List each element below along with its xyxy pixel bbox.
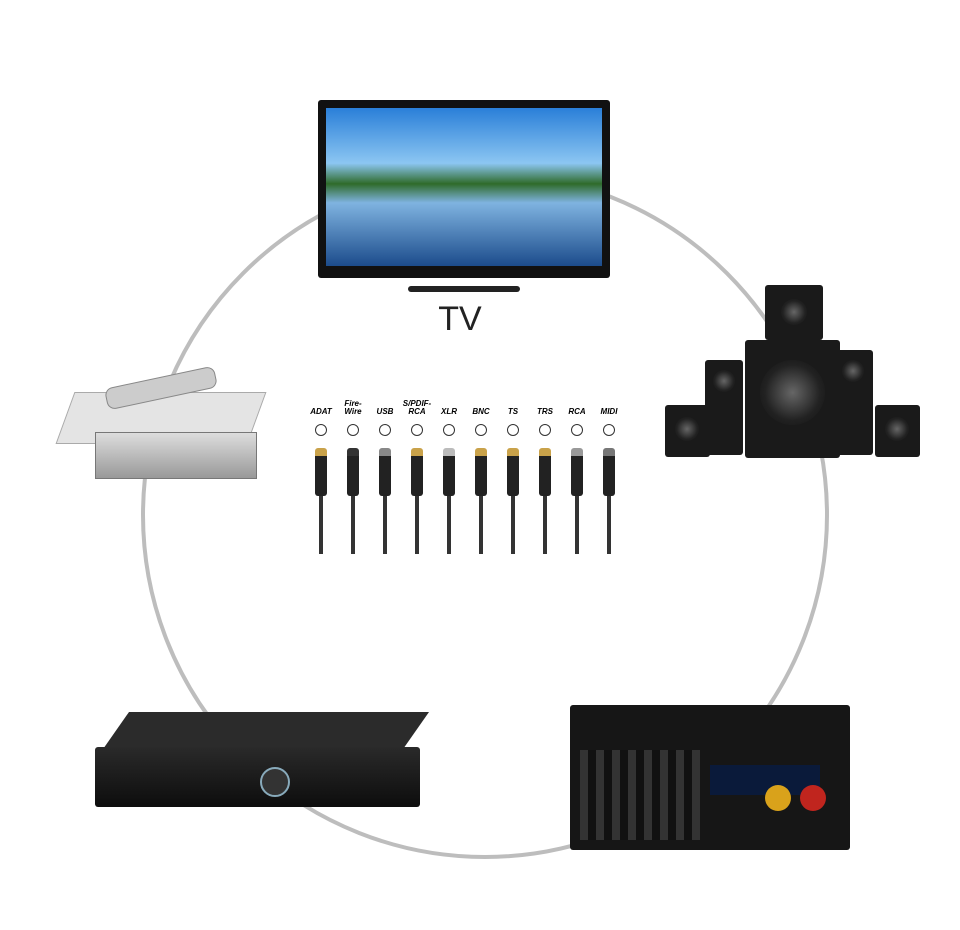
amplifier-image (570, 705, 850, 850)
jack-icon (539, 424, 551, 436)
plug-icon (411, 448, 423, 496)
jack-icon (315, 424, 327, 436)
tv-image (318, 100, 610, 292)
cable (543, 496, 547, 554)
connector-midi: MIDI (593, 392, 625, 554)
connector-label: RCA (568, 407, 586, 416)
connector-label: BNC (472, 407, 490, 416)
cable (511, 496, 515, 554)
tv-screen (326, 108, 602, 266)
plug-icon (603, 448, 615, 496)
connector-usb: USB (369, 392, 401, 554)
jack-icon (603, 424, 615, 436)
plug-icon (571, 448, 583, 496)
plug-icon (347, 448, 359, 496)
speaker-system-image (665, 285, 920, 460)
connector-label: ADAT (310, 407, 332, 416)
connector-label: USB (376, 407, 394, 416)
cable (575, 496, 579, 554)
connector-label: TRS (537, 407, 553, 416)
connector-spdifrca: S/PDIF-RCA (401, 392, 433, 554)
jack-icon (379, 424, 391, 436)
plug-icon (443, 448, 455, 496)
set-top-box-image (55, 365, 267, 480)
plug-icon (475, 448, 487, 496)
jack-icon (411, 424, 423, 436)
jack-icon (475, 424, 487, 436)
cable (479, 496, 483, 554)
cable (447, 496, 451, 554)
cable (319, 496, 323, 554)
plug-icon (315, 448, 327, 496)
connector-adat: ADAT (305, 392, 337, 554)
connector-rca: RCA (561, 392, 593, 554)
plug-icon (379, 448, 391, 496)
plug-icon (507, 448, 519, 496)
connector-label: TS (507, 407, 519, 416)
jack-icon (347, 424, 359, 436)
dvd-player-image (95, 712, 430, 812)
connector-ts: TS (497, 392, 529, 554)
tv-label: TV (438, 300, 482, 338)
connector-trs: TRS (529, 392, 561, 554)
connector-xlr: XLR (433, 392, 465, 554)
connector-label: MIDI (600, 407, 618, 416)
cable (415, 496, 419, 554)
connector-bnc: BNC (465, 392, 497, 554)
connector-chart: ADAT Fire-Wire USB S/PDIF-RCA XLR BNC TS… (305, 392, 625, 557)
connector-label: Fire-Wire (344, 399, 362, 416)
connector-label: XLR (441, 407, 457, 416)
jack-icon (507, 424, 519, 436)
cable (383, 496, 387, 554)
jack-icon (571, 424, 583, 436)
tv-stand (408, 286, 520, 292)
connector-label: S/PDIF-RCA (402, 399, 432, 416)
connector-firewire: Fire-Wire (337, 392, 369, 554)
cable (351, 496, 355, 554)
cable (607, 496, 611, 554)
plug-icon (539, 448, 551, 496)
jack-icon (443, 424, 455, 436)
